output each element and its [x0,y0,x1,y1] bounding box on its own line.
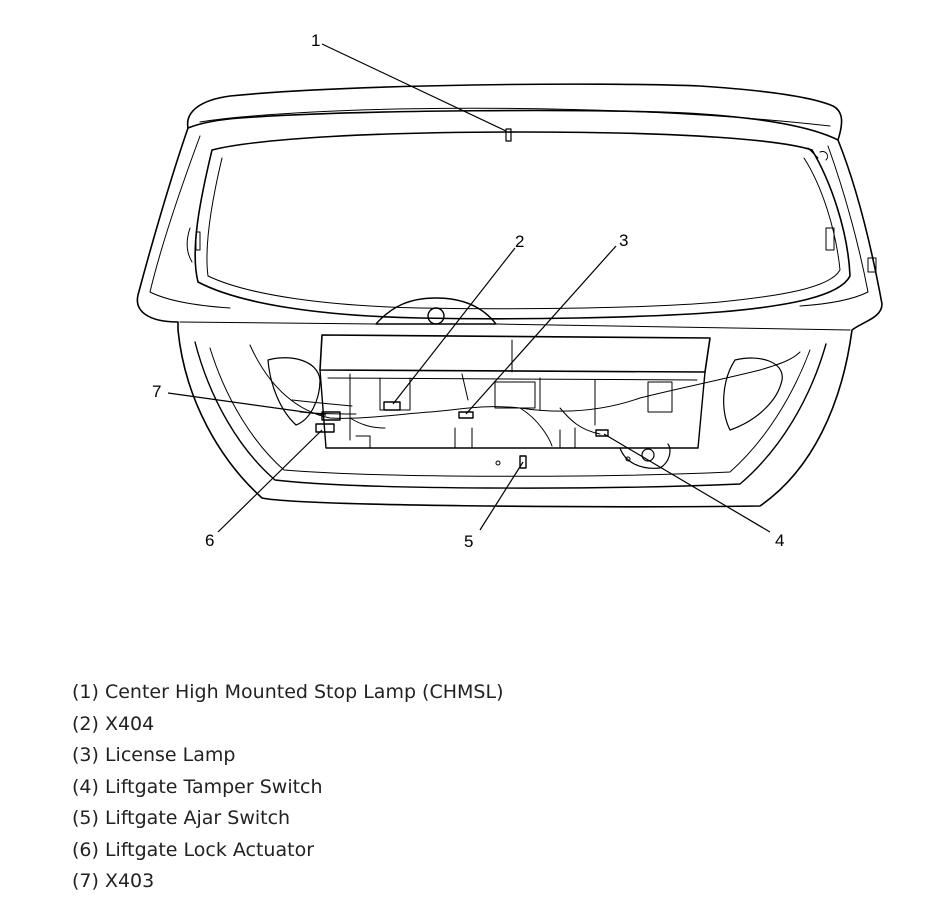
leader-line-5 [479,461,524,531]
callout-3: 3 [619,231,628,250]
spoiler [186,83,843,141]
legend-item-chmsl: (1) Center High Mounted Stop Lamp (CHMSL… [72,681,504,703]
legend-item-ajar-switch: (5) Liftgate Ajar Switch [72,807,291,829]
leader-line-3 [465,245,617,415]
leader-line-1 [321,43,507,132]
legend-item-lock-actuator: (6) Liftgate Lock Actuator [72,838,314,861]
license-lamp [458,411,474,419]
leader-line-6 [217,429,323,533]
callout-1: 1 [311,31,320,50]
emblem [427,307,445,325]
leader-line-7 [167,392,327,416]
legend-item-tamper-switch: (4) Liftgate Tamper Switch [72,775,323,798]
x404-connector [383,401,401,411]
ajar-switch [519,455,527,469]
inner-panel [319,334,711,373]
callout-7: 7 [152,382,161,401]
legend-item-x404: (2) X404 [72,712,155,735]
liftgate-outer [136,127,883,508]
legend-item-license-lamp: (3) License Lamp [72,744,236,766]
glass-opening [194,131,851,320]
callout-6: 6 [205,531,214,550]
callout-5: 5 [464,532,473,551]
legend-item-x403: (7) X403 [72,870,155,892]
leader-line-2 [392,247,516,405]
callout-2: 2 [515,232,524,251]
chmsl-lamp [505,128,512,142]
leader-line-4 [603,433,771,533]
callout-4: 4 [775,531,784,550]
x403-connector [321,411,341,421]
tamper-switch [595,429,609,437]
component-legend: (1) Center High Mounted Stop Lamp (CHMSL… [72,677,503,898]
liftgate-diagram: 1 2 3 4 5 6 7 [136,31,883,551]
lock-actuator [315,423,335,433]
